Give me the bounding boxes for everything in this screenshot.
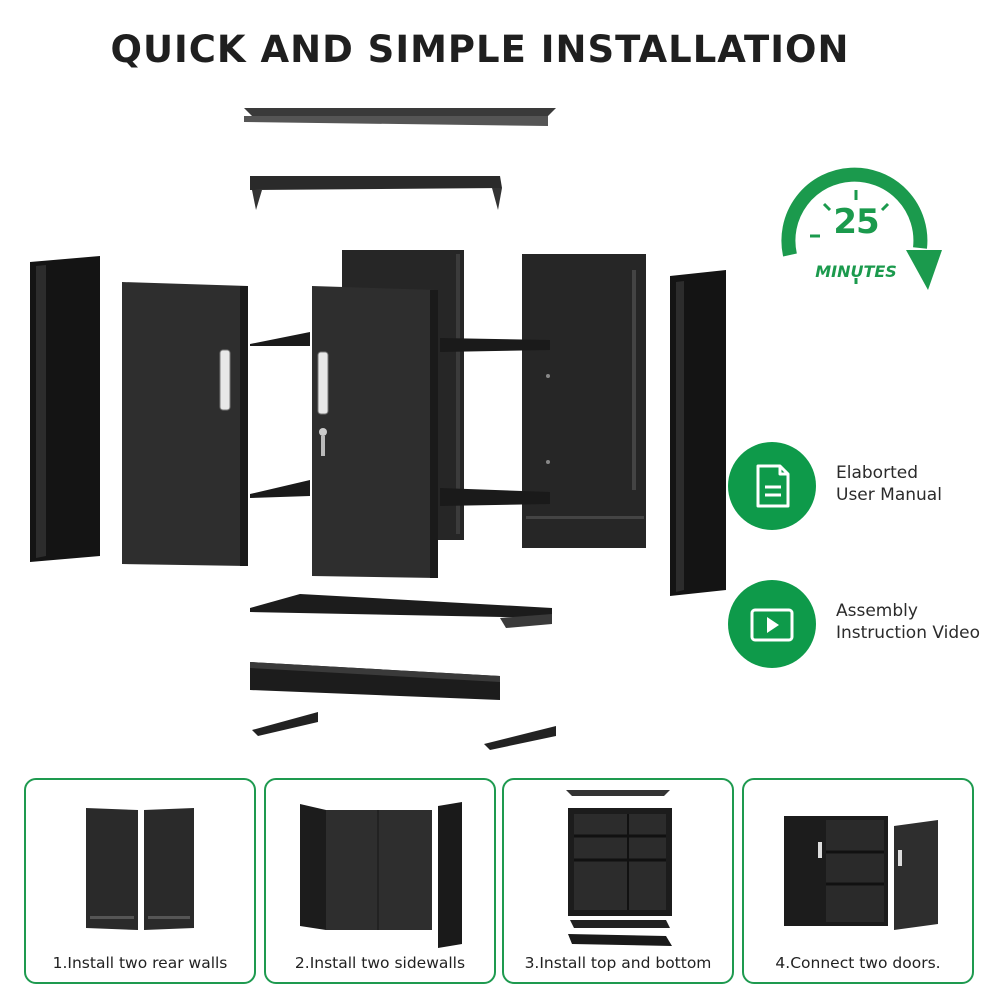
document-icon [728,442,816,530]
step-card-3: 3.Install top and bottom [502,778,734,984]
base-plinth [250,662,500,700]
right-sidewall [670,270,726,596]
bottom-panel [250,594,552,628]
step-card-1: 1.Install two rear walls [24,778,256,984]
play-video-icon [728,580,816,668]
feature-label: Elaborted User Manual [836,462,1000,506]
step-card-2: 2.Install two sidewalls [264,778,496,984]
step-caption: 4.Connect two doors. [775,954,941,972]
left-sidewall [30,256,100,562]
feature-line-1: Assembly [836,601,918,621]
timer-badge: 25 MINUTES [770,160,950,310]
rear-wall-right [522,254,646,548]
feature-instruction-video[interactable]: Assembly Instruction Video [728,580,998,670]
step-caption: 1.Install two rear walls [52,954,228,972]
feature-line-2: Instruction Video [836,623,981,643]
left-door [122,282,248,566]
page-title: QUICK AND SIMPLE INSTALLATION [110,28,850,71]
step-caption: 2.Install two sidewalls [294,954,466,972]
feature-label: Assembly Instruction Video [836,600,1000,644]
doors-illustration [784,816,938,930]
timer-unit: MINUTES [815,262,897,281]
feature-user-manual[interactable]: Elaborted User Manual [728,442,998,532]
top-panel [244,108,556,126]
shelf-lower [250,480,550,506]
feature-line-1: Elaborted [836,463,918,483]
top-bottom-illustration [566,790,672,946]
shelf-upper [250,332,550,352]
stopwatch-arrow-icon [781,167,942,290]
feature-line-2: User Manual [836,485,942,505]
rear-walls-illustration [86,808,194,930]
step-caption: 3.Install top and bottom [524,954,712,972]
step-card-4: 4.Connect two doors. [742,778,974,984]
top-rail [250,176,502,210]
sidewalls-illustration [300,802,462,948]
exploded-cabinet-diagram [30,108,726,750]
base-feet [252,712,556,750]
timer-number: 25 [833,202,879,242]
right-door [312,286,438,578]
